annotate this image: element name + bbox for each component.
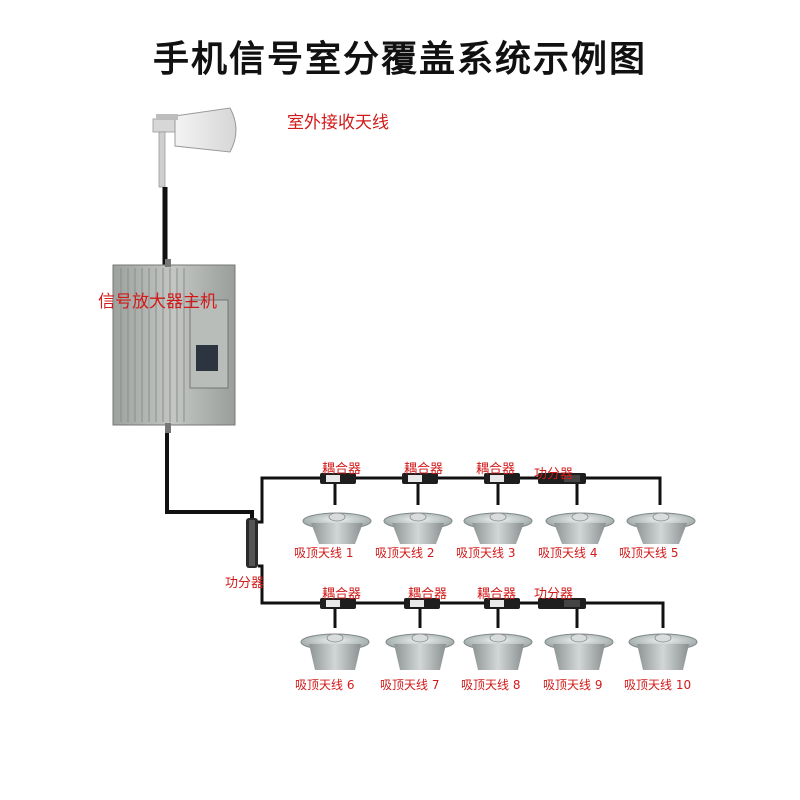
row2-splitter-label: 功分器	[534, 587, 574, 602]
antenna-label-6: 吸顶天线 6	[295, 678, 355, 692]
ceiling-antenna-6	[300, 633, 370, 670]
row1-coupler-1	[320, 473, 356, 484]
row2-splitter	[538, 598, 586, 609]
branch-cable-row2	[258, 564, 340, 605]
ceiling-antenna-2	[383, 512, 453, 544]
outdoor-antenna-label: 室外接收天线	[287, 113, 389, 133]
ceiling-antenna-10	[628, 633, 698, 670]
main-splitter-label: 功分器	[225, 576, 265, 591]
ceiling-antenna-1	[302, 512, 372, 544]
antenna-label-7: 吸顶天线 7	[380, 678, 440, 692]
branch-cable-row1	[258, 476, 340, 524]
row1-splitter	[538, 473, 586, 484]
ceiling-antenna-5	[626, 512, 696, 544]
antenna-label-2: 吸顶天线 2	[375, 546, 435, 560]
outdoor-antenna	[152, 107, 237, 188]
antenna-label-4: 吸顶天线 4	[538, 546, 598, 560]
ceiling-antenna-3	[463, 512, 533, 544]
antenna-label-10: 吸顶天线 10	[624, 678, 692, 692]
row1-coupler-label-2: 耦合器	[404, 462, 444, 477]
feeder-cable-down	[165, 433, 254, 520]
ceiling-antenna-9	[544, 633, 614, 670]
ceiling-antenna-8	[463, 633, 533, 670]
amplifier-unit	[112, 259, 236, 433]
row1-splitter-label: 功分器	[534, 467, 574, 482]
main-splitter	[246, 518, 258, 568]
ceiling-antenna-4	[545, 512, 615, 544]
antenna-label-3: 吸顶天线 3	[456, 546, 516, 560]
row2-coupler-label-3: 耦合器	[477, 587, 517, 602]
row1-coupler-2	[402, 473, 438, 484]
row1-coupler-label-3: 耦合器	[476, 462, 516, 477]
antenna-label-8: 吸顶天线 8	[461, 678, 521, 692]
amplifier-label: 信号放大器主机	[98, 292, 217, 312]
row1-coupler-3	[484, 473, 520, 484]
antenna-label-5: 吸顶天线 5	[619, 546, 679, 560]
ceiling-antenna-7	[385, 633, 455, 670]
row2-coupler-label-2: 耦合器	[408, 587, 448, 602]
row1-coupler-label-1: 耦合器	[322, 462, 362, 477]
row2-coupler-label-1: 耦合器	[322, 587, 362, 602]
diagram-title: 手机信号室分覆盖系统示例图	[152, 39, 647, 80]
row2-coupler-3	[484, 598, 520, 609]
antenna-label-9: 吸顶天线 9	[543, 678, 603, 692]
row2-coupler-1	[320, 598, 356, 609]
row2-coupler-2	[404, 598, 440, 609]
antenna-label-1: 吸顶天线 1	[294, 546, 354, 560]
